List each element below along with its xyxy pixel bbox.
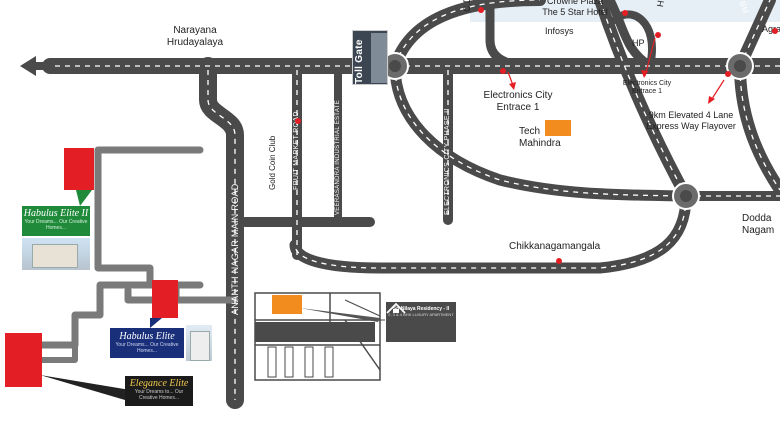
- gold-coin-marker: [295, 118, 301, 124]
- habulus-ii-card: Habulus Elite II Your Dreams... Our Crea…: [22, 206, 90, 236]
- agra-label: Agra: [762, 24, 780, 34]
- electronics-entrace-label: Electronics City Entrace 1: [483, 90, 553, 113]
- toll-gate-label: Toll Gate: [354, 39, 365, 84]
- flyover-marker: [725, 71, 731, 77]
- veerasandra-label: VEERASANDRA INDUSTRIAL ESTATE: [335, 100, 341, 215]
- gold-coin-label: Gold Coin Club: [268, 135, 277, 190]
- diagonal-road: [594, 0, 692, 202]
- habulus-location: [152, 280, 178, 318]
- elegance-title: Elegance Elite: [129, 378, 189, 389]
- dodda-label: Dodda Nagam: [742, 213, 775, 236]
- habulus-image: [186, 325, 212, 361]
- hp-road: [605, 0, 655, 71]
- infosys-label: Infosys: [545, 26, 574, 36]
- habulus-ii-tag: Your Dreams... Our Creative Homes...: [24, 219, 88, 231]
- habulus-title: Habulus Elite: [119, 331, 175, 342]
- local-lanes: [36, 146, 239, 349]
- chikka-marker: [556, 258, 562, 264]
- west-arrow-icon: [20, 56, 50, 76]
- tech-mahindra-label: Tech Mahindra: [519, 126, 561, 149]
- phase2-label: ELECTRONICS CITY PHASE II: [444, 108, 451, 215]
- sri-nilaya-card: Sri Nilaya Residency - II 2, 3 & 4 BHK L…: [386, 302, 456, 342]
- sri-nilaya-tag: 2, 3 & 4 BHK LUXURY APARTMENT: [388, 312, 454, 317]
- elegance-card: Elegance Elite Your Dreams to... Our Cre…: [125, 376, 193, 406]
- local-lane-south: [37, 327, 78, 363]
- chikkanagamangala-label: Chikkanagamangala: [509, 241, 601, 252]
- electronics-entrace-small-label: Electronics City Entrace 1: [622, 80, 672, 96]
- cdo-label: C.Do: [462, 0, 472, 12]
- habulus-ii-title: Habulus Elite II: [23, 208, 89, 219]
- crowne-marker: [622, 10, 628, 16]
- agra-marker: [772, 28, 778, 34]
- cdo-road: [485, 0, 525, 71]
- habulus-tag: Your Dreams... Our Creative Homes...: [115, 342, 179, 354]
- flyover-label: 9km Elevated 4 Lane Express Way Flayover: [646, 110, 736, 131]
- elegance-tag: Your Dreams to... Our Creative Homes...: [134, 389, 184, 401]
- hp-marker: [655, 32, 661, 38]
- south-curve: [289, 190, 692, 274]
- elegance-location: [5, 333, 42, 387]
- toll-gate-image: [352, 30, 388, 85]
- cdo-marker: [478, 7, 484, 13]
- sri-nilaya-title: Sri Nilaya Residency - II: [392, 306, 450, 312]
- hp-label: HP: [632, 38, 645, 48]
- house-icon: [386, 302, 406, 314]
- ananth-nagar-label: ANANTH NAGAR MAIN ROAD: [230, 183, 240, 315]
- tech-mahindra-marker: [545, 120, 571, 136]
- entrace-marker: [500, 68, 506, 74]
- habulus-ii-image: [22, 238, 90, 270]
- arrow-small-entrace: [644, 37, 656, 77]
- site-road: [255, 322, 375, 342]
- crowne-label: Crowne Plaza The 5 Star Hotel: [542, 0, 608, 17]
- habulus-card: Habulus Elite Your Dreams... Our Creativ…: [110, 328, 184, 358]
- narayana-label: Narayana Hrudayalaya: [166, 25, 224, 48]
- site-marker: [272, 295, 302, 314]
- habulus-ii-location: [64, 148, 94, 190]
